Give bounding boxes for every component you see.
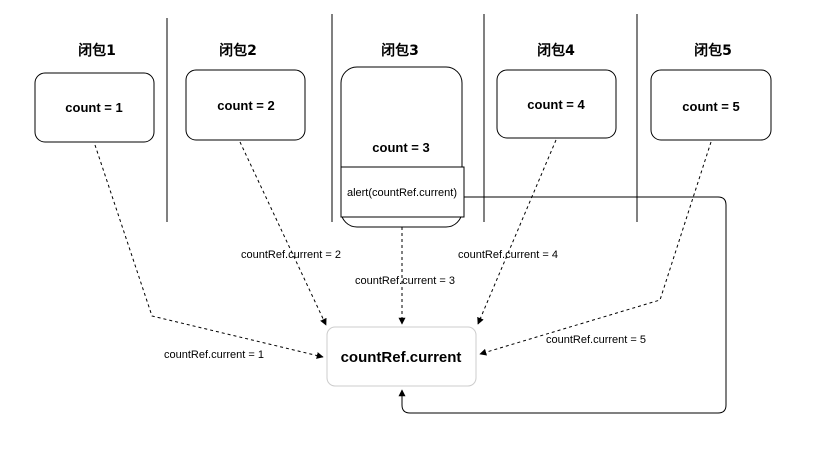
edge-4-label: countRef.current = 4 — [458, 249, 558, 261]
edge-5 — [479, 141, 712, 356]
closure-5-box — [650, 69, 772, 141]
edge-3-label: countRef.current = 3 — [355, 275, 455, 287]
edge-2 — [239, 141, 327, 326]
closure-1-box — [34, 72, 155, 143]
closure-4-count: count = 4 — [527, 97, 585, 112]
edge-1-label: countRef.current = 1 — [164, 349, 264, 361]
closure-3-title: 闭包3 — [381, 42, 419, 59]
edge-4 — [477, 139, 557, 325]
closure-3-count: count = 3 — [372, 140, 429, 155]
closure-5-title: 闭包5 — [694, 42, 732, 59]
loop-connector — [398, 196, 727, 414]
closure-2-count: count = 2 — [217, 98, 274, 113]
edge-5-label: countRef.current = 5 — [546, 334, 646, 346]
closure-4-box — [496, 69, 617, 139]
center-node — [326, 326, 477, 387]
edge-1 — [94, 144, 324, 359]
closure-1-title: 闭包1 — [78, 42, 116, 59]
alert-box — [340, 166, 465, 218]
closure-1-count: count = 1 — [65, 100, 122, 115]
center-node-label: countRef.current — [341, 349, 462, 366]
closure-2-title: 闭包2 — [219, 42, 257, 59]
alert-text: alert(countRef.current) — [347, 187, 457, 199]
edge-2-label: countRef.current = 2 — [241, 249, 341, 261]
closure-4-title: 闭包4 — [537, 42, 575, 59]
closure-2-box — [185, 69, 306, 141]
closure-5-count: count = 5 — [682, 99, 739, 114]
